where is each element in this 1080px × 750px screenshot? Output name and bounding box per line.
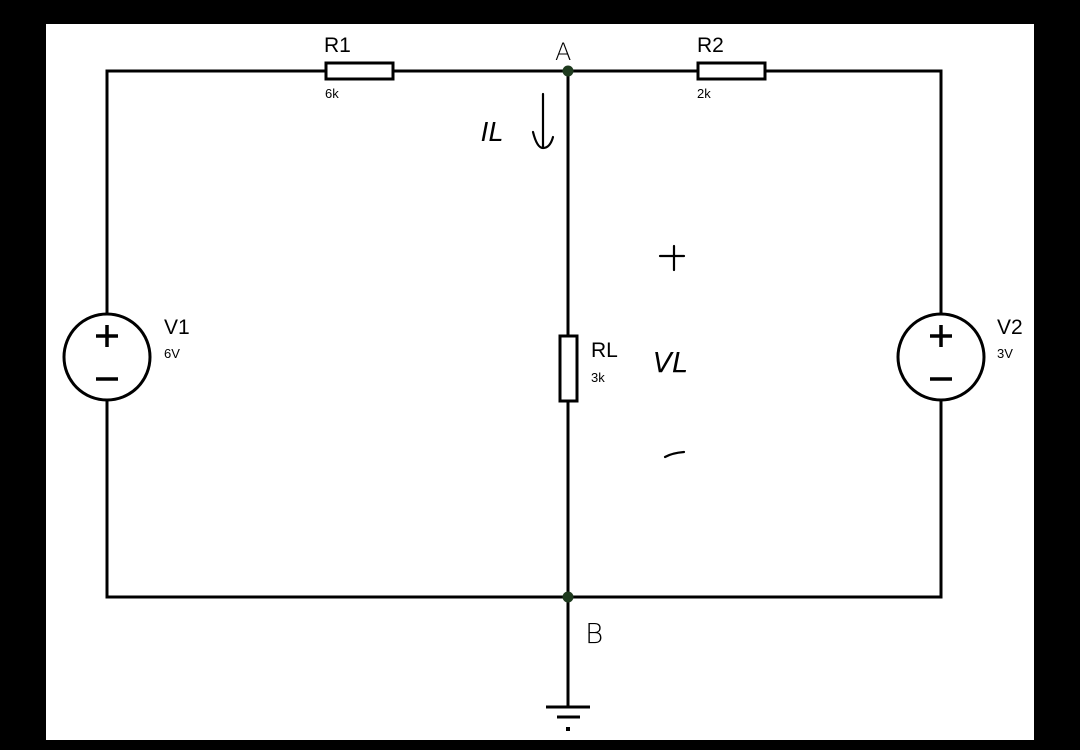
resistor-rl-body — [558, 334, 579, 403]
resistor-r2-value: 2k — [697, 86, 711, 101]
wire-top-left — [105, 69, 328, 322]
wire-top-right — [763, 69, 943, 316]
junction-node-a[interactable] — [562, 65, 574, 77]
voltage-plus-icon — [658, 244, 686, 272]
resistor-r1[interactable]: R1 6k — [324, 34, 395, 101]
wire-bottom-left — [105, 398, 570, 599]
current-label: IL — [481, 118, 503, 148]
wire-bottom-right — [566, 398, 943, 599]
voltage-source-v1[interactable]: V1 6V — [62, 312, 190, 402]
arrow-down-icon — [531, 92, 555, 150]
resistor-r2[interactable]: R2 2k — [696, 34, 767, 101]
resistor-r1-body — [324, 61, 395, 81]
voltage-source-v1-body — [62, 312, 152, 402]
voltage-source-v2-body — [896, 312, 986, 402]
node-a-label: A — [555, 38, 571, 66]
wires — [105, 69, 943, 709]
schematic-canvas — [46, 24, 1034, 740]
resistor-rl-name: RL — [591, 339, 618, 362]
resistor-r2-name: R2 — [697, 34, 724, 57]
resistor-r2-body — [696, 61, 767, 81]
resistor-r1-value: 6k — [325, 86, 339, 101]
voltage-annotation: VL — [653, 244, 688, 459]
current-annotation: IL — [481, 92, 555, 150]
node-b-label: B — [585, 617, 603, 650]
voltage-minus-icon — [663, 450, 686, 459]
voltage-label: VL — [653, 346, 688, 379]
resistor-rl-value: 3k — [591, 370, 605, 385]
voltage-source-v1-value: 6V — [164, 346, 180, 361]
resistor-r1-name: R1 — [324, 34, 351, 57]
resistor-rl[interactable]: RL 3k — [558, 334, 618, 403]
voltage-source-v1-name: V1 — [164, 316, 190, 339]
voltage-source-v2[interactable]: V2 3V — [896, 312, 1023, 402]
junction-node-b[interactable] — [562, 591, 574, 603]
voltage-source-v2-name: V2 — [997, 316, 1023, 339]
voltage-source-v2-value: 3V — [997, 346, 1013, 361]
ground-icon — [546, 705, 590, 731]
